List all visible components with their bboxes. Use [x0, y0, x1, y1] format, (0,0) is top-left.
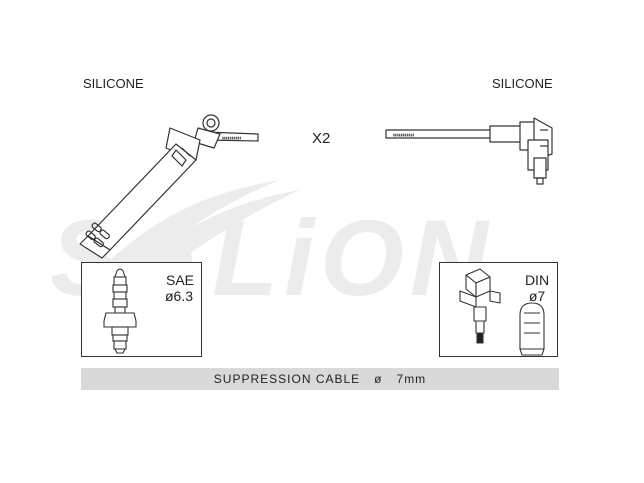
- cable-label: SUPPRESSION CABLE: [213, 372, 361, 386]
- diameter-symbol: ø: [374, 372, 383, 386]
- din-terminal-drawing: [459, 268, 545, 356]
- right-cable-print: ▮▮▮▮▮▮▮▮▮▮▮: [393, 133, 414, 137]
- left-cable-print: ▮▮▮▮▮▮▮▮▮▮: [222, 136, 241, 140]
- quantity-label: X2: [312, 130, 331, 147]
- din-boot-size: ø7: [528, 288, 546, 304]
- din-boot-panel: DIN ø7: [439, 262, 558, 357]
- sae-boot-name: SAE: [165, 272, 194, 288]
- sae-boot-panel: SAE ø6.3: [81, 262, 202, 357]
- cable-diameter: 7mm: [396, 372, 427, 386]
- left-material-label: SILICONE: [83, 76, 144, 91]
- right-material-label: SILICONE: [492, 76, 553, 91]
- sae-terminal-drawing: [103, 268, 137, 354]
- sae-boot-size: ø6.3: [164, 288, 193, 304]
- din-boot-name: DIN: [524, 272, 550, 288]
- suppression-cable-bar: SUPPRESSION CABLE ø 7mm: [81, 368, 559, 390]
